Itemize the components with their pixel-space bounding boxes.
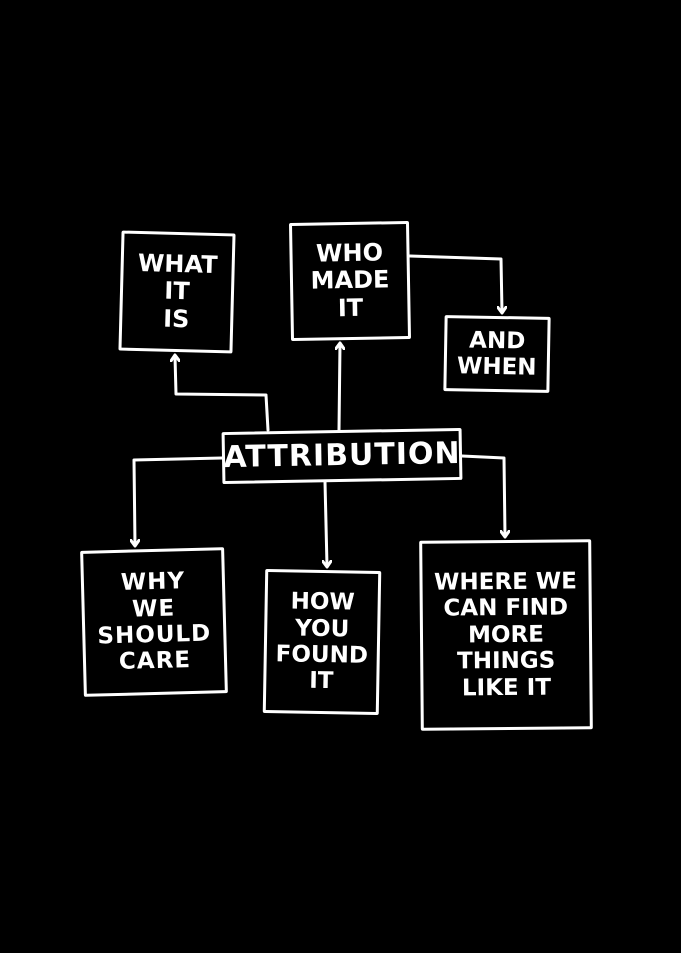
arrow-to-and-when — [408, 254, 502, 312]
node-label-line: IT — [337, 293, 364, 323]
node-label-line: MADE — [310, 265, 390, 295]
arrow-to-who-made-it — [339, 344, 340, 432]
node-label-line: WHY — [120, 568, 186, 596]
arrow-to-why-we-should-care — [134, 456, 224, 545]
node-and-when: AND WHEN — [443, 315, 551, 393]
node-label-line: FOUND — [275, 641, 369, 669]
arrow-to-where-we-can-find — [460, 454, 505, 536]
arrow-to-how-you-found-it — [325, 480, 327, 566]
node-label-line: IT — [164, 276, 191, 306]
node-who-made-it: WHO MADE IT — [288, 220, 412, 342]
center-label: ATTRIBUTION — [223, 435, 461, 475]
node-label-line: HOW — [290, 588, 355, 616]
node-label-line: WHERE WE — [434, 568, 578, 596]
node-label-line: MORE — [467, 621, 545, 649]
arrow-to-what-it-is — [175, 356, 270, 432]
node-what-it-is: WHAT IT IS — [118, 230, 236, 354]
node-label-line: IT — [308, 668, 334, 695]
node-label-line: SHOULD — [97, 620, 212, 650]
node-how-you-found-it: HOW YOU FOUND IT — [262, 568, 382, 716]
node-label-line: IS — [162, 304, 190, 334]
node-label-line: WHAT — [137, 248, 218, 279]
node-label-line: LIKE IT — [461, 674, 552, 702]
node-label-line: THINGS — [457, 647, 556, 675]
node-label-line: YOU — [294, 615, 350, 643]
node-label-line: AND — [468, 327, 526, 355]
node-label-line: WHEN — [456, 353, 537, 381]
node-why-we-should-care: WHY WE SHOULD CARE — [80, 547, 228, 697]
node-label-line: WHO — [315, 238, 384, 268]
node-label-line: WE — [131, 595, 176, 623]
node-where-we-can-find-more: WHERE WE CAN FIND MORE THINGS LIKE IT — [419, 539, 593, 731]
node-label-line: CARE — [118, 647, 192, 676]
node-attribution-center: ATTRIBUTION — [221, 427, 463, 485]
node-label-line: CAN FIND — [443, 594, 569, 622]
